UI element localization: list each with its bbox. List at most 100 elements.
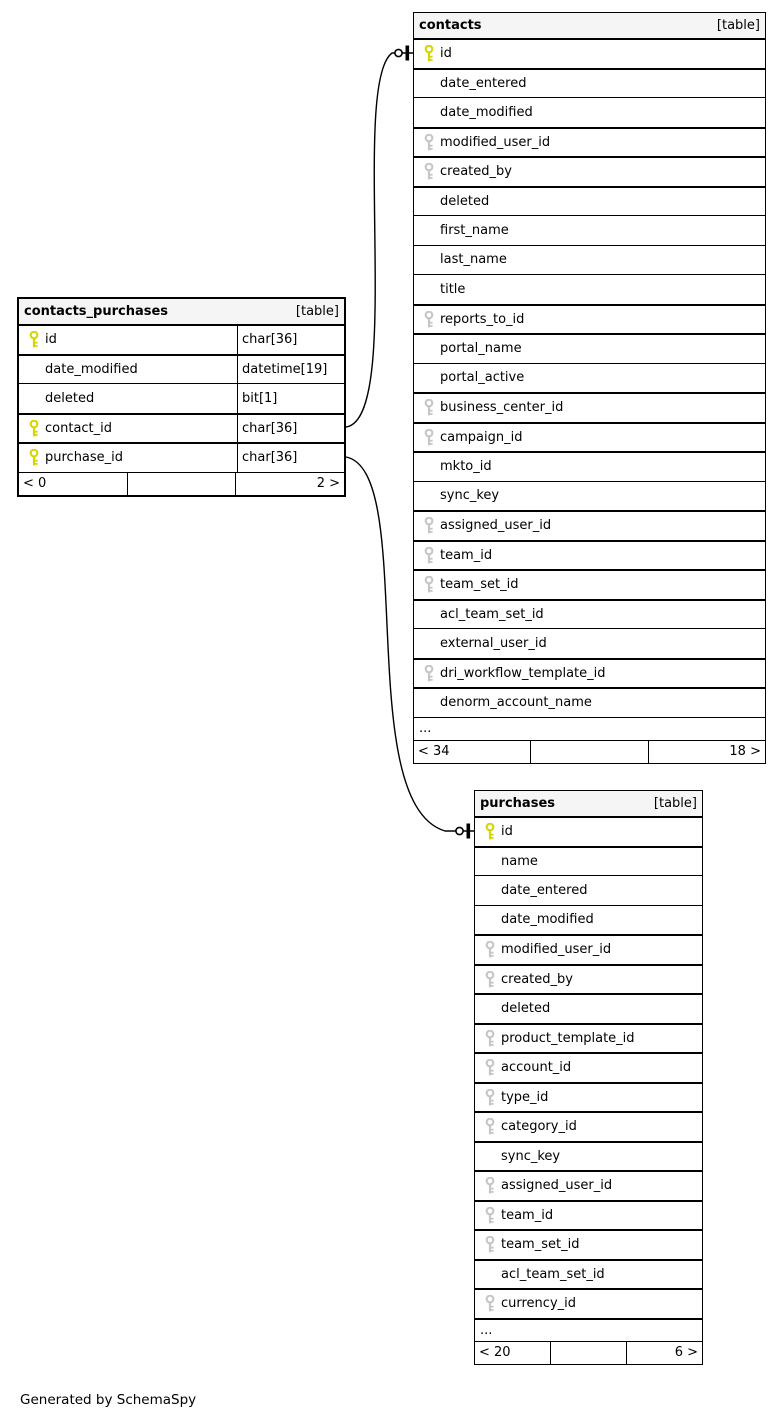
column-name: date_entered <box>501 882 588 898</box>
foreign-key-icon <box>418 399 440 416</box>
column-name: deleted <box>501 1001 551 1017</box>
column-name: date_modified <box>501 912 594 928</box>
column-name-cell: acl_team_set_id <box>414 601 765 629</box>
table-title[interactable]: contacts <box>419 18 482 33</box>
column-row[interactable]: team_set_id <box>414 569 765 599</box>
column-name: created_by <box>501 971 573 987</box>
column-row[interactable]: dri_workflow_template_id <box>414 657 765 688</box>
column-name-cell: first_name <box>414 216 765 245</box>
footer-middle-cell <box>550 1341 626 1364</box>
column-row[interactable]: modified_user_id <box>475 934 702 964</box>
column-name: created_by <box>440 164 512 180</box>
footer-right-count: 6 > <box>626 1341 702 1364</box>
column-row[interactable]: sync_key <box>414 480 765 511</box>
foreign-key-icon <box>479 1206 501 1224</box>
column-name: id <box>45 332 57 348</box>
table-title[interactable]: contacts_purchases <box>24 304 169 319</box>
column-row[interactable]: date_modified <box>475 904 702 935</box>
column-name-cell: portal_name <box>414 335 765 363</box>
column-row[interactable]: deleted <box>414 185 765 216</box>
column-name-cell: title <box>414 275 765 304</box>
column-name-cell: id <box>475 818 702 846</box>
footer-left-count: < 34 <box>418 744 450 759</box>
column-row[interactable]: type_id <box>475 1081 702 1112</box>
column-name-cell: modified_user_id <box>475 936 702 964</box>
column-row[interactable]: account_id <box>475 1052 702 1082</box>
column-name: acl_team_set_id <box>501 1266 605 1282</box>
column-row[interactable]: assigned_user_id <box>414 510 765 540</box>
column-name: name <box>501 853 538 869</box>
column-row[interactable]: created_by <box>475 963 702 994</box>
column-row[interactable]: assigned_user_id <box>475 1170 702 1200</box>
column-row[interactable]: acl_team_set_id <box>475 1258 702 1289</box>
column-name-cell: currency_id <box>475 1290 702 1318</box>
column-row[interactable]: date_entered <box>414 67 765 98</box>
column-name-cell: campaign_id <box>414 424 765 452</box>
column-name: sync_key <box>440 488 500 504</box>
table-title[interactable]: purchases <box>480 796 555 811</box>
column-row[interactable]: reports_to_id <box>414 303 765 334</box>
edge-one-bar-icon <box>466 823 471 839</box>
column-row[interactable]: acl_team_set_id <box>414 598 765 629</box>
column-row[interactable]: title <box>414 274 765 304</box>
column-row[interactable]: created_by <box>414 156 765 186</box>
column-row[interactable]: currency_id <box>475 1288 702 1318</box>
column-row[interactable]: business_center_id <box>414 392 765 422</box>
column-name: contact_id <box>45 420 113 436</box>
column-name-cell: deleted <box>475 995 702 1023</box>
column-row[interactable]: name <box>475 845 702 876</box>
column-name: team_set_id <box>440 577 519 593</box>
primary-key-icon <box>23 449 45 466</box>
column-name: campaign_id <box>440 429 523 445</box>
column-name-cell: dri_workflow_template_id <box>414 660 765 688</box>
column-name-cell: type_id <box>475 1084 702 1112</box>
column-row[interactable]: modified_user_id <box>414 126 765 157</box>
column-name-cell: date_modified <box>414 98 765 127</box>
column-row[interactable]: portal_active <box>414 362 765 393</box>
column-row[interactable]: denorm_account_name <box>414 687 765 717</box>
column-name: purchase_id <box>45 450 124 466</box>
column-row[interactable]: team_id <box>414 539 765 570</box>
foreign-key-icon <box>479 1059 501 1076</box>
column-row[interactable]: mkto_id <box>414 451 765 481</box>
foreign-key-icon <box>418 310 440 328</box>
column-row[interactable]: purchase_id char[36] <box>19 442 344 472</box>
column-row[interactable]: date_modified <box>414 97 765 127</box>
column-row[interactable]: first_name <box>414 215 765 245</box>
column-name: dri_workflow_template_id <box>440 665 606 681</box>
column-name: sync_key <box>501 1148 561 1164</box>
column-row[interactable]: sync_key <box>475 1140 702 1171</box>
edge-line <box>345 52 413 428</box>
column-row[interactable]: id <box>475 816 702 846</box>
column-type: char[36] <box>237 444 344 472</box>
column-row[interactable]: team_set_id <box>475 1229 702 1259</box>
column-name-cell: last_name <box>414 246 765 275</box>
column-row[interactable]: category_id <box>475 1111 702 1141</box>
column-row[interactable]: team_id <box>475 1199 702 1230</box>
footer-middle-cell <box>126 472 236 495</box>
column-row[interactable]: external_user_id <box>414 628 765 658</box>
column-name-cell: product_template_id <box>475 1025 702 1053</box>
column-row[interactable]: id <box>414 38 765 68</box>
generator-note: Generated by SchemaSpy <box>20 1392 197 1408</box>
column-row[interactable]: portal_name <box>414 333 765 363</box>
column-name-cell: acl_team_set_id <box>475 1261 702 1289</box>
column-name: date_modified <box>45 361 138 377</box>
column-row[interactable]: deleted <box>475 993 702 1023</box>
edge-one-circle-icon <box>394 48 403 58</box>
ellipsis-row: ... <box>475 1317 702 1341</box>
column-name-cell: id <box>414 40 765 68</box>
column-row[interactable]: date_entered <box>475 875 702 905</box>
column-row[interactable]: product_template_id <box>475 1022 702 1053</box>
column-row[interactable]: campaign_id <box>414 421 765 452</box>
column-row[interactable]: last_name <box>414 244 765 275</box>
column-name: reports_to_id <box>440 311 525 327</box>
column-name-cell: modified_user_id <box>414 129 765 157</box>
